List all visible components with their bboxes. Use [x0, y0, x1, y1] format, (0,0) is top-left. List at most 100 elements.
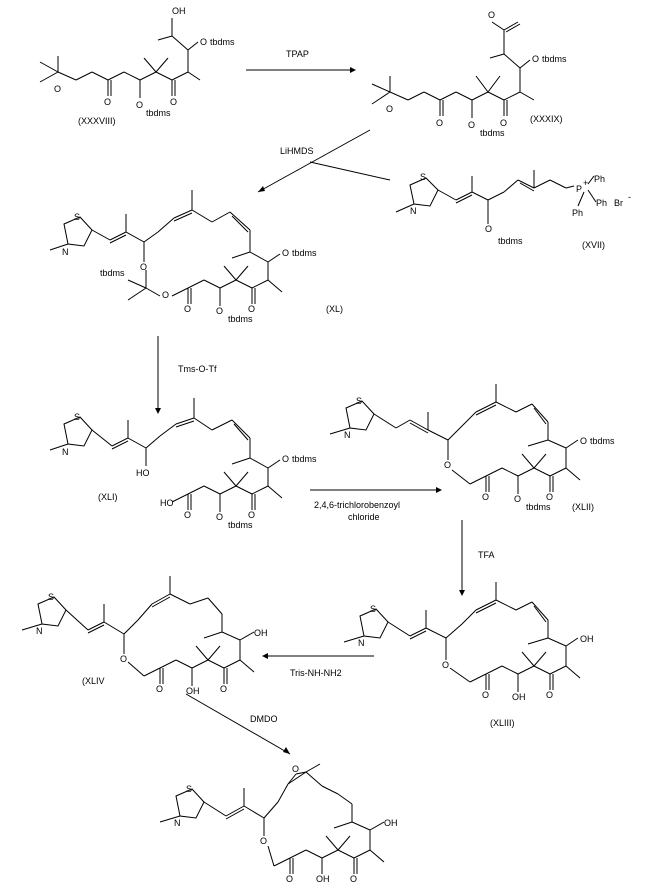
- atom-o: O: [248, 510, 255, 520]
- compound-xliii-structure: [343, 582, 581, 692]
- reaction-arrow-dmdo: [185, 693, 291, 755]
- atom-o: O: [248, 304, 255, 314]
- atom-o: O: [286, 874, 293, 884]
- atom-s: S: [74, 412, 80, 422]
- reagent-lihmds: LiHMDS: [280, 146, 314, 156]
- atom-tbdms: tbdms: [542, 54, 567, 64]
- compound-label-xl: (XL): [326, 304, 343, 314]
- atom-o: O: [54, 84, 61, 94]
- atom-o: O: [136, 100, 143, 110]
- atom-o: O: [184, 510, 191, 520]
- arrowhead: [350, 67, 356, 73]
- atom-n: N: [174, 818, 181, 828]
- atom-oh: OH: [172, 6, 186, 16]
- atom-o: O: [546, 690, 553, 700]
- atom-tbdms: tbdms: [228, 314, 253, 324]
- atom-tbdms: tbdms: [526, 502, 551, 512]
- reagent-tfa: TFA: [478, 550, 495, 560]
- atom-o: O: [216, 512, 223, 522]
- atom-tbdms: tbdms: [480, 128, 505, 138]
- atom-oh: OH: [384, 818, 398, 828]
- atom-oh: OH: [316, 874, 330, 884]
- atom-tbdms: tbdms: [498, 236, 523, 246]
- atom-o: O: [140, 262, 147, 272]
- arrowhead: [459, 590, 465, 596]
- atom-ph: Ph: [596, 198, 607, 208]
- atom-tbdms: tbdms: [210, 37, 235, 47]
- compound-xvii-structure: [395, 170, 597, 224]
- compound-xl-structure: [49, 190, 283, 306]
- atom-s: S: [74, 212, 80, 222]
- atom-ph: Ph: [594, 174, 605, 184]
- atom-p: P: [576, 184, 582, 194]
- reagent-trichlorobenzoyl: 2,4,6-trichlorobenzoyl: [314, 500, 400, 510]
- atom-plus: +: [583, 178, 588, 188]
- atom-br: Br: [614, 198, 623, 208]
- atom-o: O: [170, 97, 177, 107]
- compound-xli-structure: [49, 398, 283, 512]
- atom-tbdms: tbdms: [228, 520, 253, 530]
- atom-o: O: [350, 874, 357, 884]
- atom-o: O: [104, 97, 111, 107]
- atom-ho: HO: [160, 498, 174, 508]
- atom-o: O: [482, 492, 489, 502]
- atom-s: S: [420, 172, 426, 182]
- compound-label-xliv: (XLIV: [82, 676, 105, 686]
- atom-o: O: [532, 54, 539, 64]
- reaction-arrow-lihmds: [257, 129, 371, 193]
- atom-o: O: [444, 460, 451, 470]
- atom-tbdms: tbdms: [146, 108, 171, 118]
- atom-o: O: [482, 690, 489, 700]
- compound-xlii-structure: [329, 384, 581, 494]
- atom-o: O: [436, 118, 443, 128]
- atom-s: S: [370, 604, 376, 614]
- atom-o: O: [282, 454, 289, 464]
- atom-ph: Ph: [572, 208, 583, 218]
- compound-label-xliii: (XLIII): [490, 718, 515, 728]
- compound-xxxix-structure: [371, 21, 535, 118]
- atom-s: S: [48, 592, 54, 602]
- compound-xliv-structure: [21, 576, 255, 686]
- atom-s: S: [186, 784, 192, 794]
- arrowhead: [155, 408, 161, 414]
- compound-label-xvii: (XVII): [582, 240, 605, 250]
- atom-o: O: [216, 306, 223, 316]
- atom-ho: HO: [136, 468, 150, 478]
- atom-n: N: [62, 447, 69, 457]
- atom-o: O: [184, 304, 191, 314]
- atom-o: O: [260, 836, 267, 846]
- atom-oh: OH: [512, 692, 526, 702]
- reagent-tmsotf: Tms-O-Tf: [178, 364, 217, 374]
- atom-s: S: [356, 396, 362, 406]
- atom-n: N: [36, 626, 43, 636]
- atom-tbdms: tbdms: [590, 436, 615, 446]
- atom-o: O: [120, 654, 127, 664]
- atom-o: O: [468, 120, 475, 130]
- atom-n: N: [344, 430, 351, 440]
- atom-tbdms: tbdms: [292, 454, 317, 464]
- reagent-tpap: TPAP: [286, 49, 309, 59]
- atom-o: O: [200, 37, 207, 47]
- atom-oh: OH: [186, 686, 200, 696]
- atom-o: O: [156, 684, 163, 694]
- atom-oh: OH: [580, 634, 594, 644]
- atom-o: O: [282, 248, 289, 258]
- compound-label-xxxix: (XXXIX): [530, 114, 563, 124]
- reagent-chloride: chloride: [348, 512, 380, 522]
- atom-o: O: [220, 684, 227, 694]
- atom-n: N: [62, 247, 69, 257]
- reagent-trisnhnh2: Tris-NH-NH2: [290, 668, 342, 678]
- arrowhead: [258, 186, 265, 192]
- reagent-merge-line: [309, 161, 391, 181]
- compound-xxxviii-structure: [39, 18, 201, 98]
- compound-label-xli: (XLI): [98, 492, 118, 502]
- atom-oh: OH: [254, 628, 268, 638]
- atom-tbdms: tbdms: [292, 248, 317, 258]
- arrowhead: [283, 747, 290, 754]
- atom-o: O: [292, 764, 299, 774]
- atom-n: N: [410, 206, 417, 216]
- compound-epothilone-structure: [159, 763, 385, 874]
- atom-n: N: [358, 638, 365, 648]
- arrowhead: [436, 487, 442, 493]
